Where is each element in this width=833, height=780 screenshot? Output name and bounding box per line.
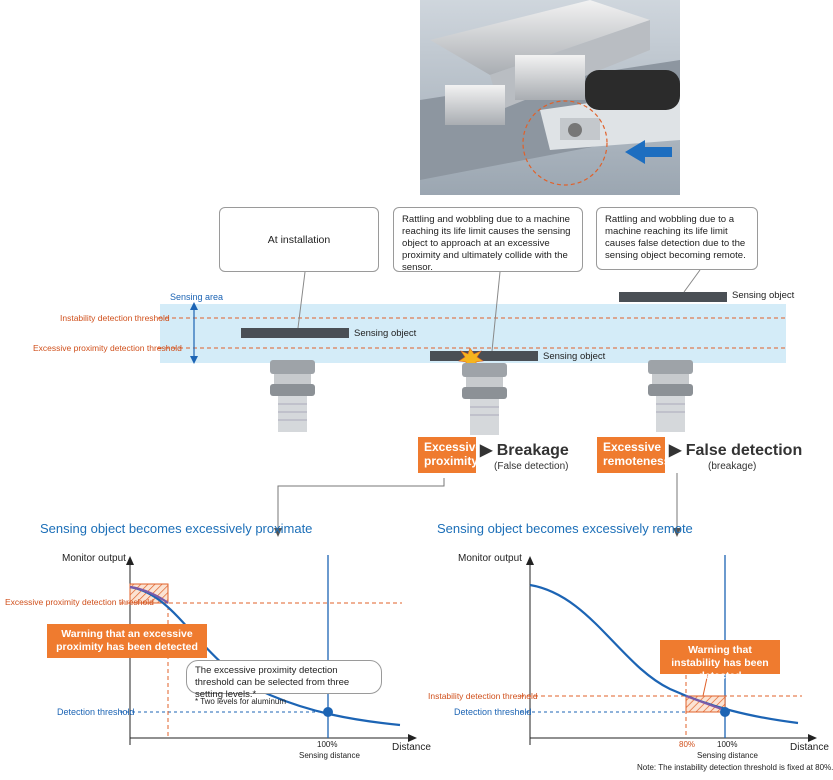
right-chart [520,555,817,745]
callout-proximity: Rattling and wobbling due to a machine r… [393,207,583,273]
sensing-object-label-2: Sensing object [543,351,606,362]
area-diagram [158,269,786,435]
right-footnote: Note: The instability detection threshol… [637,763,833,772]
sensor-right [648,360,693,432]
left-note-box: The excessive proximity detection thresh… [186,660,382,700]
right-warning-box: Warning that instability has been detect… [660,640,780,682]
right-instability-threshold-label: Instability detection threshold [428,691,538,701]
sensor-middle [462,363,507,435]
right-x80: 80% [679,740,696,749]
sensing-object-label-1: Sensing object [354,328,417,339]
left-x100: 100% [317,740,338,749]
machine-photo [420,0,680,195]
right-x100-label: Sensing distance [697,751,758,760]
connector-arrows [274,473,681,537]
left-chart-title: Sensing object becomes excessively proxi… [40,521,313,536]
sensing-area-label: Sensing area [170,292,224,302]
left-ylabel: Monitor output [62,553,126,564]
breakage-sub: (False detection) [494,461,569,472]
left-proximity-threshold-label: Excessive proximity detection threshold [5,597,154,607]
left-note-small: * Two levels for aluminum [195,697,286,706]
breakage-title: ▶ Breakage [480,442,569,459]
left-detection-threshold-label: Detection threshold [57,707,135,717]
sensor-left [270,360,315,432]
breakage-text: Breakage [496,442,569,459]
instability-threshold-label: Instability detection threshold [60,313,170,323]
right-chart-title: Sensing object becomes excessively remot… [437,521,693,536]
left-xlabel: Distance [392,742,431,753]
proximity-threshold-label: Excessive proximity detection threshold [33,343,182,353]
callout-installation: At installation [219,207,379,272]
right-ylabel: Monitor output [458,553,522,564]
right-xlabel: Distance [790,742,829,753]
excessive-proximity-badge: Excessive proximity [418,437,482,473]
right-detection-threshold-label: Detection threshold [454,707,532,717]
sensing-object-label-3: Sensing object [732,290,795,301]
right-x100: 100% [717,740,738,749]
false-detection-text: False detection [685,442,803,459]
excessive-remoteness-badge: Excessive remoteness [597,437,670,473]
left-x100-label: Sensing distance [299,751,360,760]
false-detection-sub: (breakage) [708,461,757,472]
false-detection-title: ▶ False detection [669,442,803,459]
callout-remote: Rattling and wobbling due to a machine r… [596,207,758,270]
left-warning-box: Warning that an excessive proximity has … [47,624,207,658]
